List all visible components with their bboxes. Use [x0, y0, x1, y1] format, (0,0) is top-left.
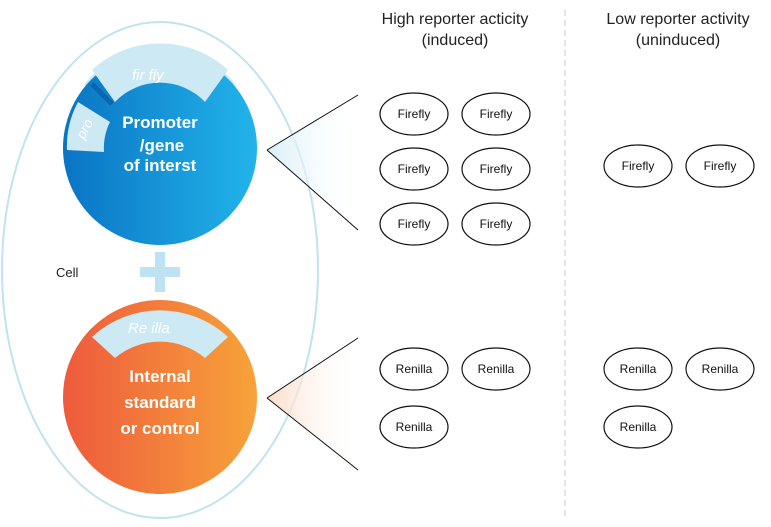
renilla-low-label: Renilla [620, 420, 657, 434]
header-low-line-1: Low reporter activity [606, 11, 750, 28]
renilla-high-molecule: Renilla [461, 347, 531, 391]
renilla-high-ellipse [379, 405, 449, 449]
renilla-high-molecule: Renilla [379, 347, 449, 391]
firefly-low-ellipse [685, 144, 755, 188]
firefly-high-molecule: Firefly [379, 147, 449, 191]
firefly-high-molecule: Firefly [379, 202, 449, 246]
plasmid-top-marker [90, 82, 114, 106]
plasmid-top-arc-band [92, 43, 228, 102]
firefly-high-label: Firefly [480, 107, 513, 121]
firefly-high-label: Firefly [480, 217, 513, 231]
renilla-high-ellipse [461, 347, 531, 391]
renilla-low-label: Renilla [702, 362, 739, 376]
cone-bottom [267, 338, 358, 470]
cell-outline [1, 21, 319, 519]
plasmid-top-center-line-3: of interst [124, 156, 197, 175]
renilla-low-molecule: Renilla [685, 347, 755, 391]
cone-top-edge-lower [266, 149, 359, 231]
firefly-high-ellipse [461, 92, 531, 136]
renilla-low-molecule: Renilla [603, 347, 673, 391]
plasmid-top-center-line-1: Promoter [122, 113, 198, 132]
plus-sign [140, 252, 180, 292]
firefly-high-label: Firefly [398, 107, 431, 121]
plasmid-bottom-center-line-1: Internal [129, 367, 190, 386]
cone-top [267, 95, 358, 230]
renilla-high-ellipse [379, 347, 449, 391]
plasmid-top-arc-label: fir fly [132, 67, 165, 84]
firefly-high-molecule: Firefly [461, 147, 531, 191]
plasmid-top: fir fly pro Promoter /gene of interst [63, 43, 257, 245]
firefly-high-ellipse [379, 202, 449, 246]
cone-bottom-edge-lower [266, 397, 359, 471]
firefly-high-ellipse [461, 202, 531, 246]
plasmid-bottom-arc-band [92, 310, 228, 358]
firefly-high-ellipse [379, 92, 449, 136]
renilla-low-ellipse [603, 347, 673, 391]
firefly-high-molecule: Firefly [461, 92, 531, 136]
plasmid-top-disk [63, 51, 257, 245]
cone-top-edge-upper [266, 94, 359, 151]
firefly-high-label: Firefly [398, 162, 431, 176]
renilla-low-ellipse [685, 347, 755, 391]
firefly-low-label: Firefly [622, 159, 655, 173]
renilla-low-molecule: Renilla [603, 405, 673, 449]
plasmid-top-center-line-2: /gene [140, 136, 184, 155]
plasmid-bottom: Re illa Internal standard or control [63, 300, 257, 494]
firefly-low-molecule: Firefly [685, 144, 755, 188]
renilla-low-ellipse [603, 405, 673, 449]
plasmid-bottom-center-line-2: standard [124, 393, 196, 412]
cone-bottom-edge-upper [266, 337, 359, 399]
firefly-high-ellipse [379, 147, 449, 191]
header-low-activity: Low reporter activity (uninduced) [568, 9, 771, 51]
header-high-line-2: (induced) [421, 32, 489, 49]
firefly-high-molecule: Firefly [461, 202, 531, 246]
firefly-low-molecule: Firefly [603, 144, 673, 188]
plasmid-top-side-band [66, 102, 110, 152]
renilla-low-label: Renilla [620, 362, 657, 376]
header-high-activity: High reporter acticity (induced) [340, 9, 570, 51]
firefly-high-molecule: Firefly [379, 92, 449, 136]
renilla-high-label: Renilla [478, 362, 515, 376]
firefly-high-label: Firefly [480, 162, 513, 176]
firefly-low-ellipse [603, 144, 673, 188]
plasmid-bottom-arc-label: Re illa [128, 320, 170, 337]
cell-label: Cell [56, 265, 79, 280]
firefly-low-label: Firefly [704, 159, 737, 173]
header-high-line-1: High reporter acticity [381, 11, 529, 28]
renilla-high-molecule: Renilla [379, 405, 449, 449]
firefly-high-ellipse [461, 147, 531, 191]
renilla-high-label: Renilla [396, 362, 433, 376]
plasmid-bottom-center-line-3: or control [120, 419, 199, 438]
header-low-line-2: (uninduced) [635, 32, 721, 49]
renilla-high-label: Renilla [396, 420, 433, 434]
firefly-high-label: Firefly [398, 217, 431, 231]
